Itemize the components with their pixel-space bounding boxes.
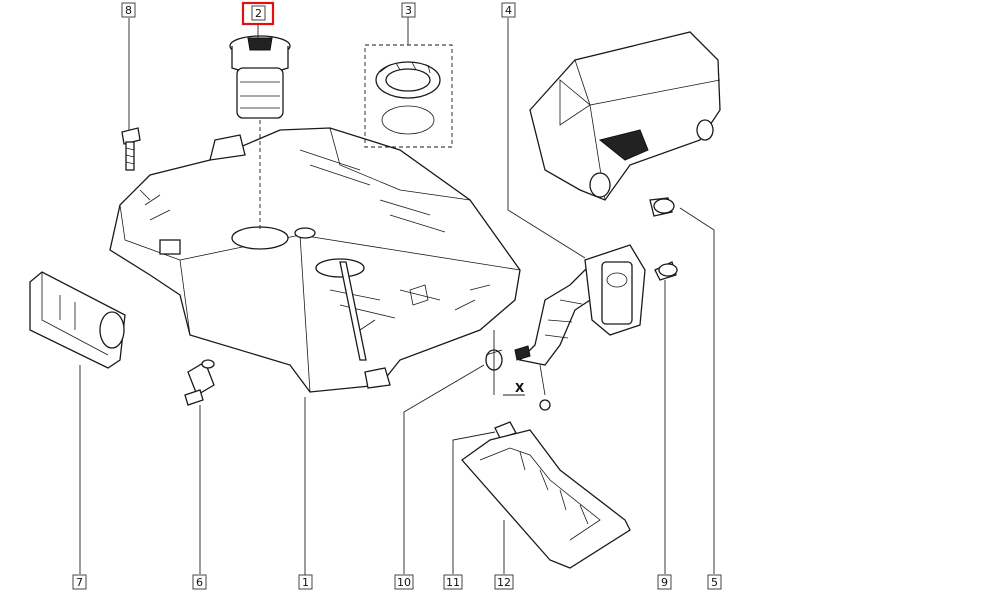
bolt-5	[649, 197, 675, 217]
callout-8-label: 8	[125, 4, 132, 17]
callout-4: 4	[501, 2, 516, 18]
leader-5	[679, 207, 715, 574]
leader-11	[452, 431, 496, 574]
bolt-9	[654, 261, 678, 281]
tank-shield	[461, 429, 631, 569]
detail-marker-x: X	[515, 381, 525, 395]
fuel-pump-module	[229, 35, 291, 230]
charcoal-canister	[29, 271, 126, 369]
callout-8: 8	[121, 2, 136, 18]
callout-10: 10	[394, 574, 414, 590]
lock-ring-and-seal	[364, 44, 453, 148]
callout-11-label: 11	[446, 576, 460, 589]
callout-3-label: 3	[405, 4, 412, 17]
leader-4	[507, 18, 586, 259]
callout-12: 12	[494, 574, 514, 590]
fuel-tank	[109, 127, 521, 393]
callout-1-label: 1	[302, 576, 309, 589]
callout-5-label: 5	[711, 576, 718, 589]
leader-x	[493, 330, 525, 396]
callout-1: 1	[298, 574, 313, 590]
callout-2-label: 2	[255, 7, 262, 20]
callout-7-label: 7	[76, 576, 83, 589]
callout-9: 9	[657, 574, 672, 590]
van-location-inset	[529, 31, 721, 201]
filler-neck-hose	[514, 244, 646, 411]
callout-2: 2	[241, 1, 275, 26]
callout-5: 5	[707, 574, 722, 590]
callout-9-label: 9	[661, 576, 668, 589]
callout-3: 3	[401, 2, 416, 18]
callout-12-label: 12	[497, 576, 511, 589]
callout-11: 11	[443, 574, 463, 590]
tank-bolt-8	[121, 127, 141, 171]
callout-6-label: 6	[196, 576, 203, 589]
callout-6: 6	[192, 574, 207, 590]
callout-10-label: 10	[397, 576, 411, 589]
callout-4-label: 4	[505, 4, 512, 17]
fuel-filter-6	[184, 359, 215, 406]
leader-10	[403, 364, 485, 574]
callout-7: 7	[72, 574, 87, 590]
